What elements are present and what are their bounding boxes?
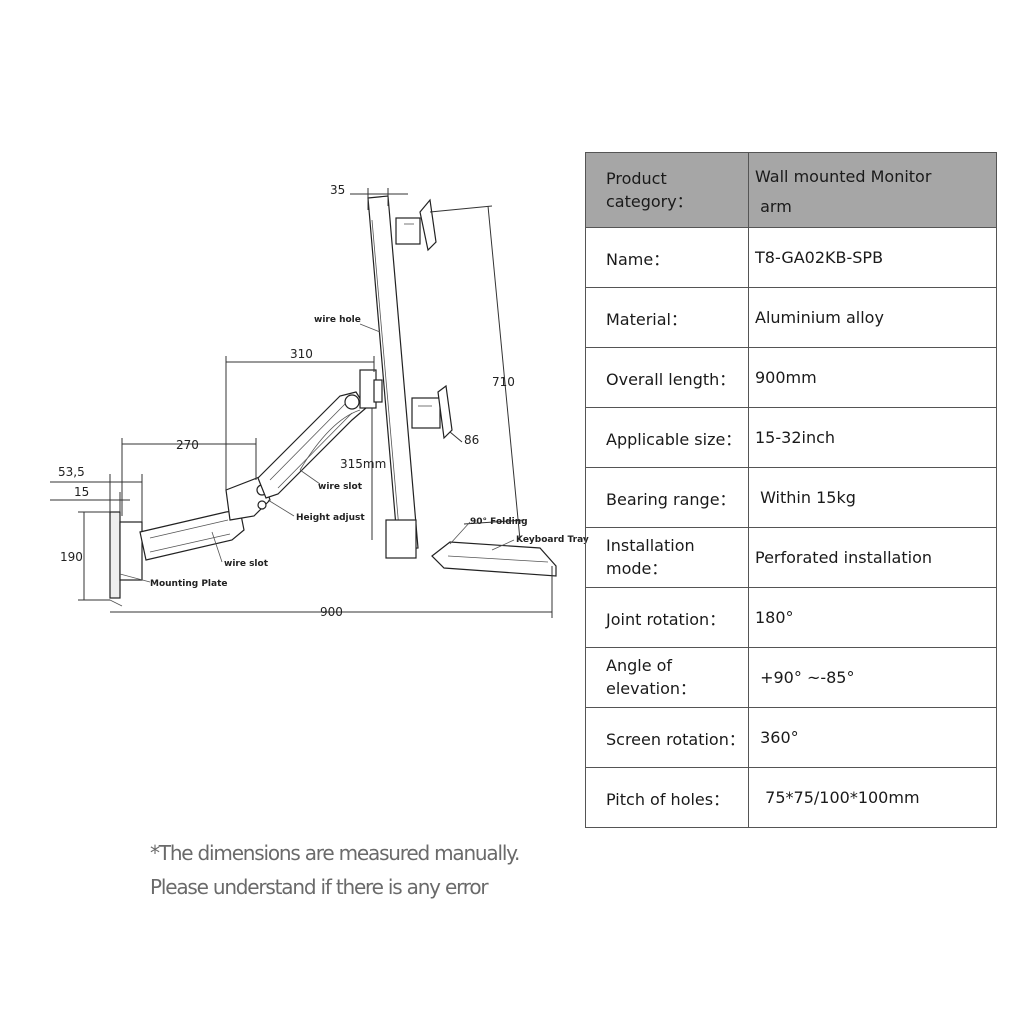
dimension-lines [50, 188, 553, 618]
spec-key: Applicable size： [585, 407, 749, 468]
dim-900: 900 [320, 605, 343, 619]
monitor-panel [367, 195, 419, 559]
table-row: Overall length： 900mm [585, 347, 997, 408]
disclaimer-line-2: Please understand if there is any error [150, 875, 489, 899]
monitor-arm-dimension-drawing: 35 310 270 53,5 15 190 900 710 86 315mm … [50, 183, 589, 619]
table-row: Joint rotation： 180° [585, 587, 997, 648]
wall-mounting-plate [109, 511, 143, 607]
spec-value: Perforated installation [748, 527, 997, 588]
spec-value-line1: Wall mounted Monitor [755, 167, 932, 186]
spec-key: Installation mode： [585, 527, 749, 588]
spec-value: 75*75/100*100mm [748, 767, 997, 828]
table-row: Material： Aluminium alloy [585, 287, 997, 348]
spec-key: Bearing range： [585, 467, 749, 528]
spec-value: 180° [748, 587, 997, 648]
spec-key: Joint rotation： [585, 587, 749, 648]
dim-310: 310 [290, 347, 313, 361]
table-row: Name： T8-GA02KB-SPB [585, 227, 997, 288]
label-wire-slot-lower: wire slot [224, 559, 269, 569]
spec-value: T8-GA02KB-SPB [748, 227, 997, 288]
table-row: Applicable size： 15-32inch [585, 407, 997, 468]
spec-value: Within 15kg [748, 467, 997, 528]
label-height-adjust: Height adjust [296, 513, 365, 523]
dim-86: 86 [464, 433, 479, 447]
dim-270: 270 [176, 438, 199, 452]
label-wire-hole: wire hole [314, 315, 361, 325]
dim-53-5: 53,5 [58, 465, 85, 479]
spec-value: Wall mounted Monitor arm [748, 152, 997, 228]
dim-35: 35 [330, 183, 345, 197]
keyboard-tray [431, 541, 557, 577]
label-90-folding: 90° Folding [470, 517, 528, 527]
spec-value: 15-32inch [748, 407, 997, 468]
spec-value: 360° [748, 707, 997, 768]
table-row: Bearing range： Within 15kg [585, 467, 997, 528]
spec-value: 900mm [748, 347, 997, 408]
spec-value: Aluminium alloy [748, 287, 997, 348]
spec-key: Product category： [585, 152, 749, 228]
tilt-head [359, 369, 383, 409]
spec-key: Screen rotation： [585, 707, 749, 768]
label-wire-slot-upper: wire slot [318, 482, 363, 492]
table-row: Screen rotation： 360° [585, 707, 997, 768]
disclaimer-line-1: *The dimensions are measured manually. [150, 841, 520, 865]
dim-15: 15 [74, 485, 89, 499]
table-row: Pitch of holes： 75*75/100*100mm [585, 767, 997, 828]
dim-710: 710 [492, 375, 515, 389]
spec-value-line2: arm [755, 197, 792, 216]
vesa-mount-upper [395, 198, 437, 252]
gas-spring-arm [257, 391, 367, 499]
table-row: Installation mode： Perforated installati… [585, 527, 997, 588]
lower-arm [139, 509, 245, 561]
spec-key: Name： [585, 227, 749, 288]
spec-key: Overall length： [585, 347, 749, 408]
disclaimer-note: *The dimensions are measured manually. P… [150, 836, 520, 904]
spec-key: Pitch of holes： [585, 767, 749, 828]
spec-key: Angle of elevation： [585, 647, 749, 708]
dim-315mm: 315mm [340, 457, 386, 471]
spec-table: Product category： Wall mounted Monitor a… [585, 152, 997, 828]
label-mounting-plate: Mounting Plate [150, 579, 227, 589]
dim-190: 190 [60, 550, 83, 564]
vesa-mount-lower [411, 384, 453, 440]
spec-key: Material： [585, 287, 749, 348]
label-keyboard-tray: Keyboard Tray [516, 535, 589, 545]
table-row: Product category： Wall mounted Monitor a… [585, 152, 997, 228]
table-row: Angle of elevation： +90° ~-85° [585, 647, 997, 708]
spec-value: +90° ~-85° [748, 647, 997, 708]
